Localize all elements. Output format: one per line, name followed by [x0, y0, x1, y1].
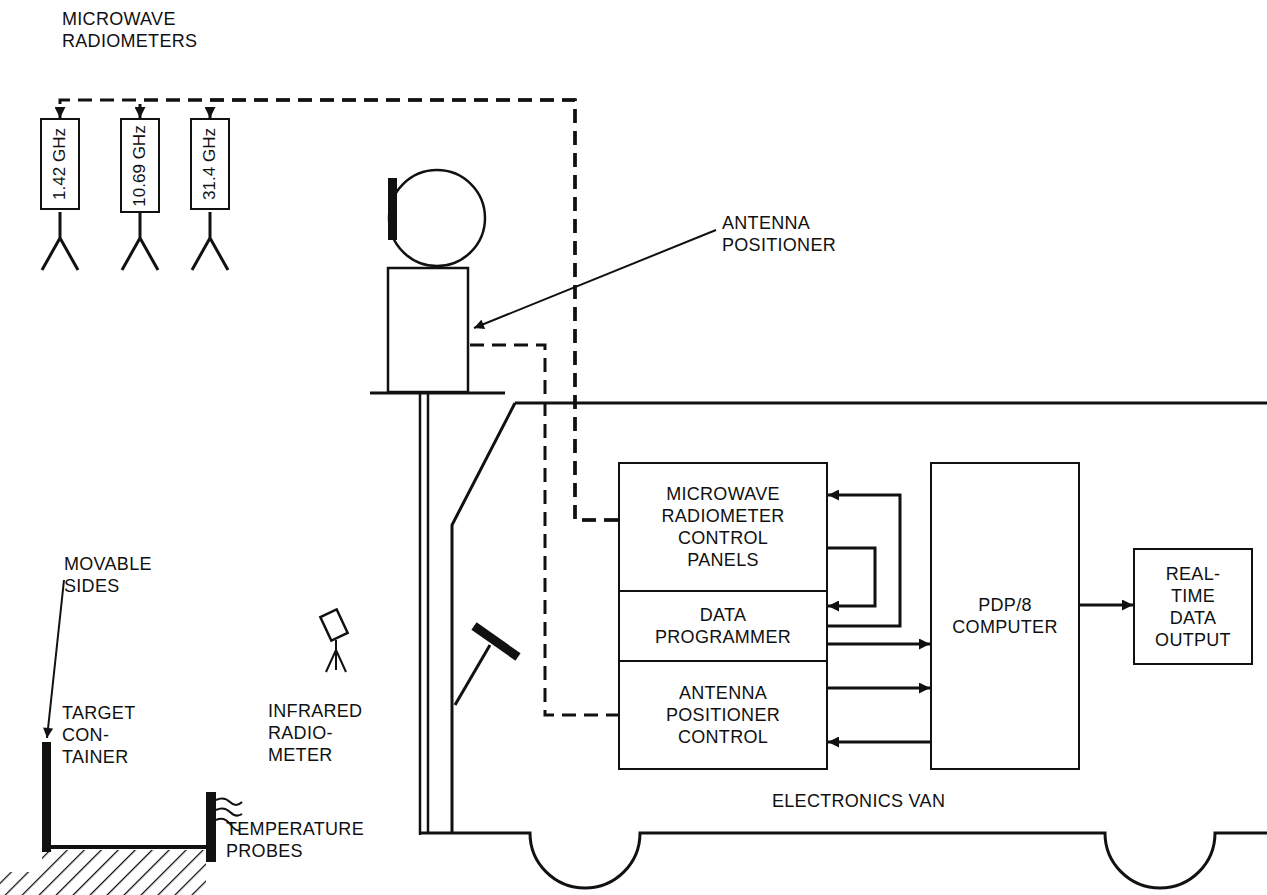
data-arrow [828, 495, 900, 626]
box-label: PDP/8 COMPUTER [945, 594, 1065, 638]
data-arrow [828, 741, 930, 744]
antenna-dish [389, 170, 485, 266]
antenna-feed [388, 178, 397, 240]
van-chassis [420, 833, 1267, 888]
platform [370, 392, 505, 395]
antenna-symbol [192, 212, 228, 270]
positioner-cable [470, 345, 618, 715]
antenna-symbol [122, 212, 158, 270]
frequency-label: 31.4 GHz [200, 128, 220, 200]
box-label: ANTENNA POSITIONER CONTROL [648, 682, 798, 748]
movable-side [42, 742, 51, 852]
part-label: MOVABLE SIDES [64, 553, 174, 597]
antenna-symbol [42, 212, 78, 270]
mirror [474, 626, 518, 657]
mast [420, 393, 428, 835]
mirror-stand [455, 645, 490, 705]
radiometer-box: 1.42 GHz [40, 118, 80, 210]
signal-cable [140, 100, 618, 520]
ground-hatching [0, 850, 206, 895]
part-label: ANTENNA POSITIONER [722, 212, 892, 256]
container-floor [50, 845, 206, 849]
part-label: MICROWAVE RADIOMETERS [62, 8, 232, 52]
signal-cable [60, 100, 618, 520]
frequency-label: 1.42 GHz [50, 128, 70, 200]
part-label: TEMPERATURE PROBES [226, 818, 386, 862]
process-box: PDP/8 COMPUTER [930, 462, 1080, 770]
data-arrow [828, 548, 875, 606]
box-label: MICROWAVE RADIOMETER CONTROL PANELS [643, 483, 803, 571]
box-label: DATA PROGRAMMER [643, 604, 803, 648]
process-box: ANTENNA POSITIONER CONTROL [618, 660, 828, 770]
box-label: REAL- TIME DATA OUTPUT [1148, 563, 1238, 651]
tripod [326, 640, 346, 672]
movable-side [206, 792, 216, 862]
signal-cable [210, 100, 618, 520]
ir-sensor [320, 609, 347, 640]
process-box: REAL- TIME DATA OUTPUT [1133, 548, 1253, 665]
data-arrow [828, 687, 930, 690]
part-label: ELECTRONICS VAN [772, 790, 992, 812]
frequency-label: 10.69 GHz [130, 125, 150, 206]
process-box: MICROWAVE RADIOMETER CONTROL PANELS [618, 462, 828, 592]
radiometer-box: 10.69 GHz [120, 118, 160, 213]
data-arrow [828, 643, 930, 646]
horn-antennas [42, 212, 228, 270]
process-box: DATA PROGRAMMER [618, 590, 828, 662]
radiometer-box: 31.4 GHz [190, 118, 230, 210]
part-label: TARGET CON- TAINER [62, 702, 146, 768]
infrared-radiometer-icon [320, 609, 347, 672]
part-label: INFRARED RADIO- METER [268, 700, 378, 766]
antenna-positioner [388, 268, 468, 392]
data-arrow [1080, 604, 1133, 607]
leader-line [47, 580, 64, 738]
leader-line [474, 230, 716, 328]
